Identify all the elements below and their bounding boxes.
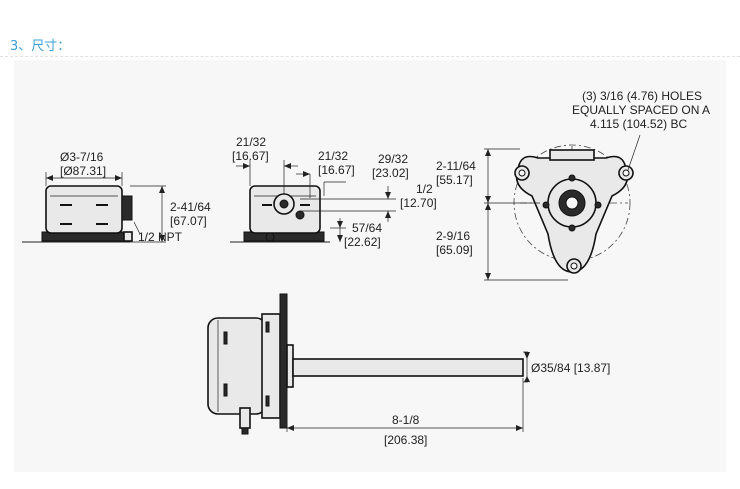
side-half-mm: [12.70] [400,196,437,210]
drawing-canvas: Ø3-7/16 [Ø87.31] 2-41/64 [67.07] 1/2 NPT [22,89,710,447]
dimension-drawing: Ø3-7/16 [Ø87.31] 2-41/64 [67.07] 1/2 NPT [14,60,726,472]
section-divider [0,56,740,57]
top-upper-mm: [55.17] [436,173,473,187]
side-low-mm: [22.62] [344,235,381,249]
front-width-frac: Ø3-7/16 [60,150,104,164]
top-view [484,134,641,281]
side-offset-mid-mm: [16.67] [318,163,355,177]
side-view [230,160,396,243]
side-half-frac: 1/2 [416,182,433,196]
shaft-length-frac: 8-1/8 [392,413,420,427]
side-low-frac: 57/64 [352,221,382,235]
front-view [22,172,166,243]
side-offset-left-mm: [16.67] [232,149,269,163]
front-height-mm: [67.07] [170,214,207,228]
front-width-mm: [Ø87.31] [60,164,106,178]
shaft-view [207,293,530,435]
top-lower-mm: [65.09] [436,243,473,257]
holes-note-line3: 4.115 (104.52) BC [590,117,688,131]
side-offset-right-frac: 29/32 [378,152,408,166]
side-offset-mid-frac: 21/32 [318,149,348,163]
side-offset-left-frac: 21/32 [236,135,266,149]
holes-note-line1: (3) 3/16 (4.76) HOLES [582,89,702,103]
shaft-diameter: Ø35/84 [13.87] [531,361,610,375]
shaft-length-mm: [206.38] [384,433,427,447]
top-upper-frac: 2-11/64 [436,159,476,173]
front-height-frac: 2-41/64 [170,200,211,214]
holes-note-line2: EQUALLY SPACED ON A [572,103,710,117]
side-offset-right-mm: [23.02] [372,166,409,180]
npt-label: 1/2 NPT [138,230,183,244]
section-title: 3、尺寸： [10,39,71,54]
top-lower-frac: 2-9/16 [436,229,470,243]
